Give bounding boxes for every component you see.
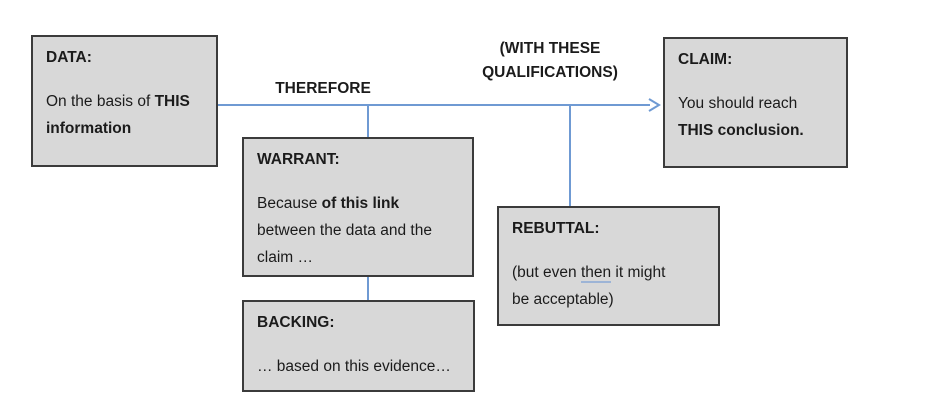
backing-box-body-line1: … based on this evidence… bbox=[257, 358, 451, 375]
qualifications-label-line1: (WITH THESE bbox=[499, 40, 601, 57]
rebuttal-box-body: (but even then it might be acceptable) bbox=[512, 259, 705, 313]
data-box-body: On the basis of THIS information bbox=[46, 88, 203, 142]
claim-box-body: You should reach THIS conclusion. bbox=[678, 90, 833, 144]
data-box-title: DATA: bbox=[46, 49, 92, 66]
rebuttal-box-body-line1: (but even then it might bbox=[512, 259, 705, 286]
warrant-box-body-line1: Because of this link bbox=[257, 190, 459, 217]
backing-box-title: BACKING: bbox=[257, 314, 335, 331]
rebuttal-box-body-line2: be acceptable) bbox=[512, 291, 614, 308]
backing-box: BACKING: … based on this evidence… bbox=[242, 300, 475, 392]
rebuttal-box-text-underlined: then bbox=[580, 264, 612, 283]
warrant-box: WARRANT: Because of this link between th… bbox=[242, 137, 474, 277]
data-box-body-line2: information bbox=[46, 120, 132, 137]
connector-data-to-claim bbox=[216, 104, 650, 106]
qualifications-label: (WITH THESE QUALIFICATIONS) bbox=[468, 37, 632, 85]
data-box-body-line1: On the basis of THIS bbox=[46, 88, 203, 115]
rebuttal-box-text-pre: (but even bbox=[512, 264, 581, 281]
warrant-box-text-bold: of this link bbox=[321, 195, 400, 212]
warrant-box-body-line2: between the data and the bbox=[257, 222, 432, 239]
data-box-text-bold: THIS bbox=[154, 93, 190, 110]
connector-warrant-to-backing bbox=[367, 276, 369, 301]
backing-box-body: … based on this evidence… bbox=[257, 353, 460, 380]
warrant-box-text-normal: Because bbox=[257, 195, 322, 212]
therefore-label: THEREFORE bbox=[275, 80, 371, 97]
claim-box-body-line1: You should reach bbox=[678, 95, 798, 112]
warrant-box-body: Because of this link between the data an… bbox=[257, 190, 459, 271]
qualifications-label-line2: QUALIFICATIONS) bbox=[482, 64, 618, 81]
connector-to-rebuttal bbox=[569, 104, 571, 207]
warrant-box-title: WARRANT: bbox=[257, 151, 340, 168]
rebuttal-box-title: REBUTTAL: bbox=[512, 220, 600, 237]
connector-to-warrant bbox=[367, 104, 369, 138]
data-box-text-normal: On the basis of bbox=[46, 93, 155, 110]
rebuttal-box: REBUTTAL: (but even then it might be acc… bbox=[497, 206, 720, 326]
claim-box-title: CLAIM: bbox=[678, 51, 733, 68]
rebuttal-box-text-post: it might bbox=[611, 264, 666, 281]
arrowhead-right-icon bbox=[648, 98, 661, 112]
warrant-box-body-line3: claim … bbox=[257, 249, 313, 266]
claim-box-body-line2: THIS conclusion. bbox=[678, 122, 804, 139]
data-box: DATA: On the basis of THIS information bbox=[31, 35, 218, 167]
claim-box: CLAIM: You should reach THIS conclusion. bbox=[663, 37, 848, 168]
